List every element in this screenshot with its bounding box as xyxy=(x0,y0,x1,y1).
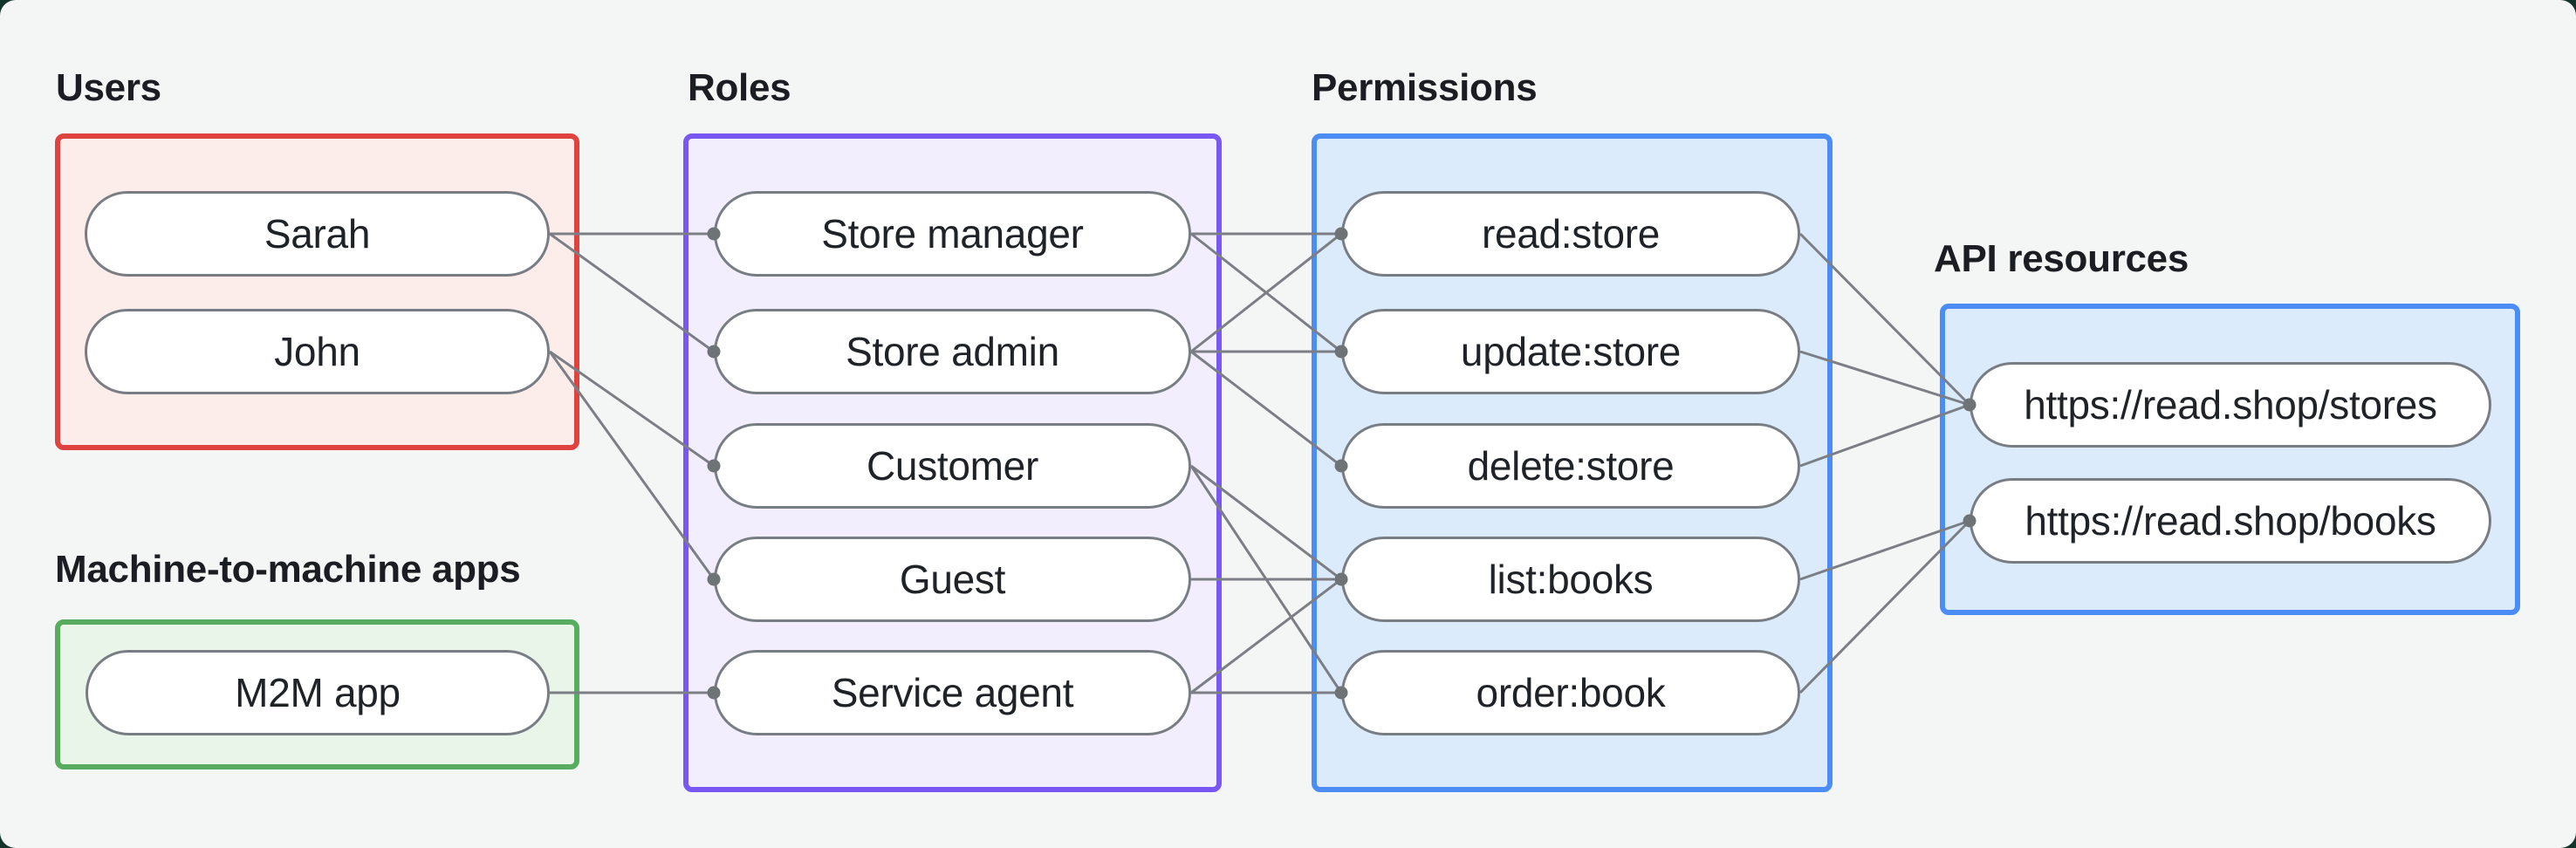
api-resource-node-stores: https://read.shop/stores xyxy=(1970,362,2491,448)
permissions-group-label: Permissions xyxy=(1312,66,1538,109)
role-node-store-admin: Store admin xyxy=(714,309,1191,394)
m2m-apps-group-label: Machine-to-machine apps xyxy=(55,548,521,591)
role-node-guest: Guest xyxy=(714,537,1191,622)
m2m-app-node: M2M app xyxy=(86,650,550,735)
role-node-customer: Customer xyxy=(714,423,1191,509)
role-node-service-agent: Service agent xyxy=(714,650,1191,735)
api-resource-node-books: https://read.shop/books xyxy=(1970,478,2491,564)
permission-node-order-book: order:book xyxy=(1341,650,1800,735)
permission-node-update-store: update:store xyxy=(1341,309,1800,394)
api-resources-group-label: API resources xyxy=(1934,237,2189,280)
permission-node-delete-store: delete:store xyxy=(1341,423,1800,509)
role-node-store-manager: Store manager xyxy=(714,191,1191,277)
users-group-box xyxy=(55,133,579,450)
api-resources-group-box xyxy=(1940,304,2520,615)
user-node-sarah: Sarah xyxy=(85,191,550,277)
permission-node-list-books: list:books xyxy=(1341,537,1800,622)
user-node-john: John xyxy=(85,309,550,394)
permission-node-read-store: read:store xyxy=(1341,191,1800,277)
users-group-label: Users xyxy=(56,66,161,109)
roles-group-label: Roles xyxy=(688,66,791,109)
